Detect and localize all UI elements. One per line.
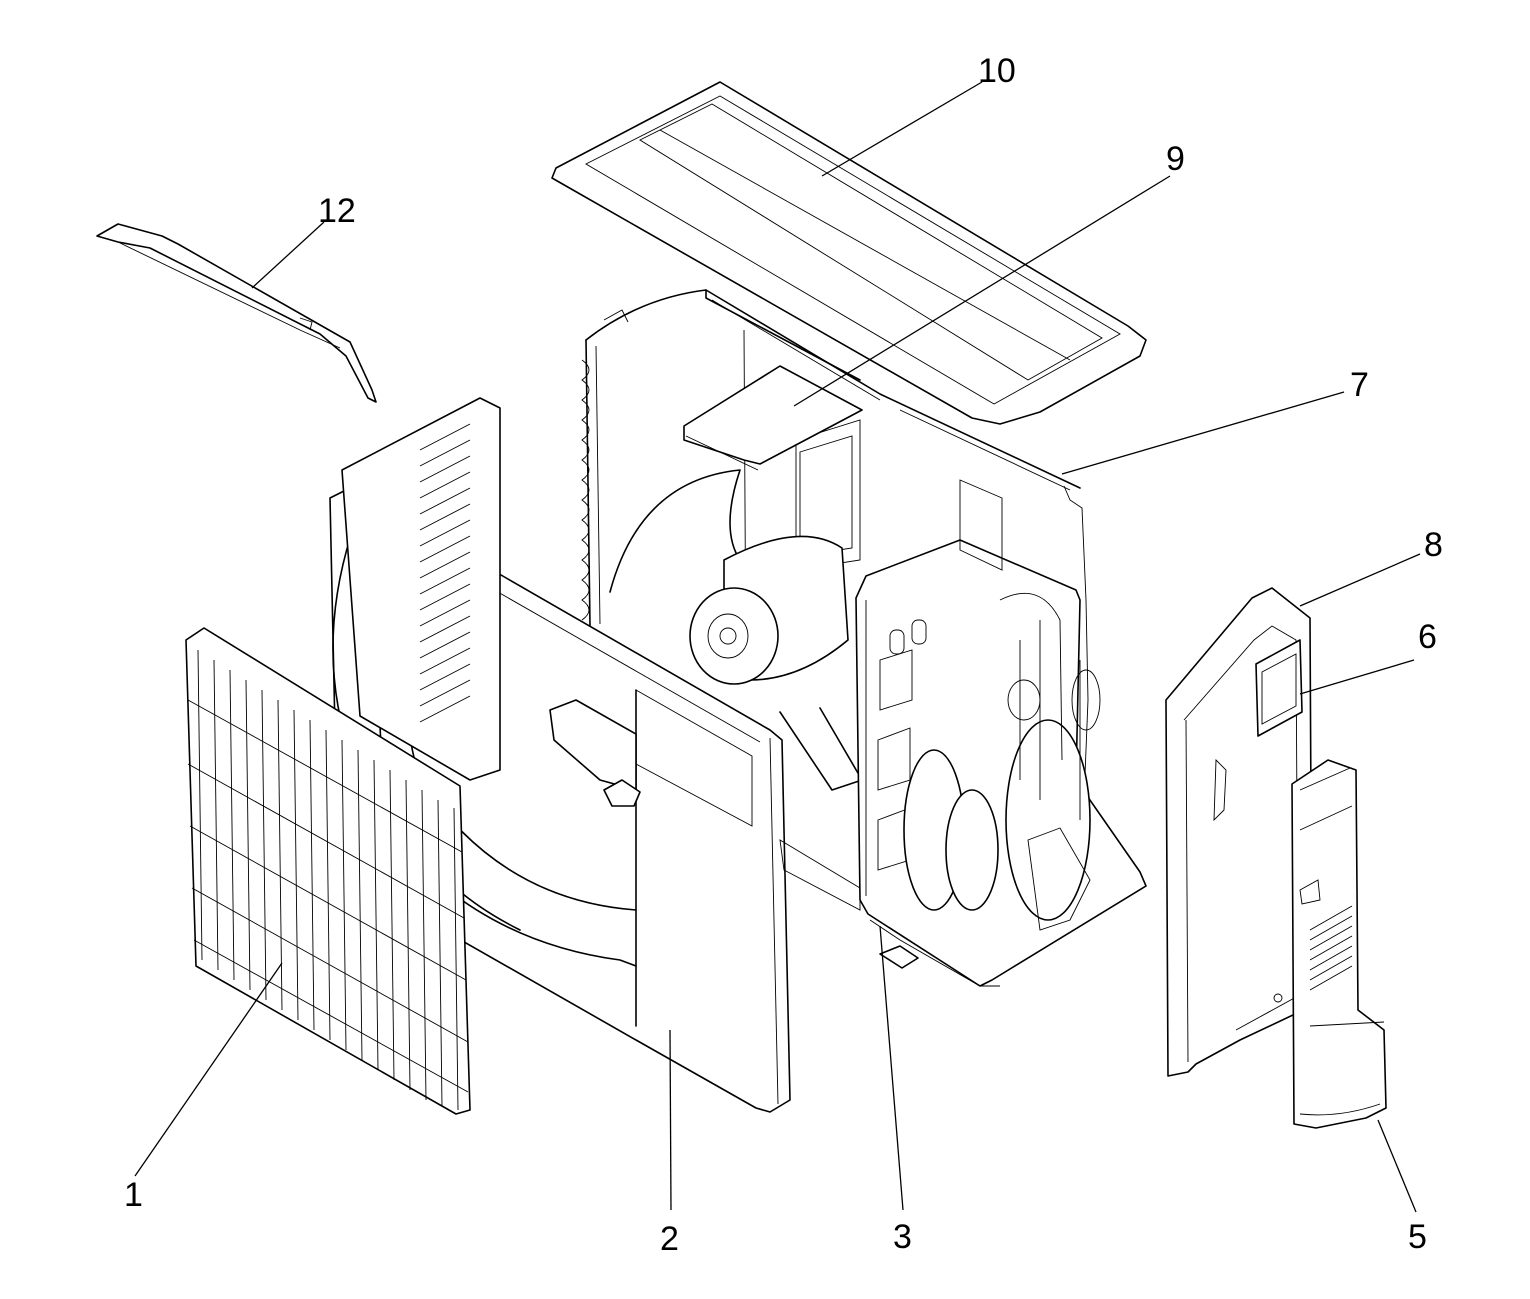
callout-3: 3: [893, 1218, 912, 1256]
callout-9: 9: [1166, 140, 1185, 178]
part-9-fan-guard: [683, 365, 863, 471]
part-6-panel-window: [1261, 653, 1297, 725]
callout-12: 12: [318, 192, 356, 230]
callout-10: 10: [978, 52, 1016, 90]
part-12-handle-bar: [96, 223, 377, 403]
callout-7: 7: [1350, 366, 1369, 404]
callout-2: 2: [660, 1220, 679, 1258]
part-body-frame: [581, 289, 1089, 801]
callout-6: 6: [1418, 618, 1437, 656]
part-side-louvre-panel: [341, 397, 501, 781]
leader-lines: [134, 81, 1421, 1213]
callout-8: 8: [1424, 526, 1443, 564]
part-8-side-inner-panel: [1165, 587, 1313, 1077]
callout-5: 5: [1408, 1218, 1427, 1256]
part-1-front-grille: [185, 627, 471, 1115]
part-5-side-cover: [1291, 759, 1387, 1129]
part-3-chassis: [779, 479, 1147, 987]
part-10-top-panel: [551, 81, 1147, 425]
fan-assembly: [609, 469, 863, 791]
callout-1: 1: [124, 1176, 143, 1214]
callout-labels: 1 2 3 5 6 7 8 9 10 12: [124, 52, 1443, 1258]
